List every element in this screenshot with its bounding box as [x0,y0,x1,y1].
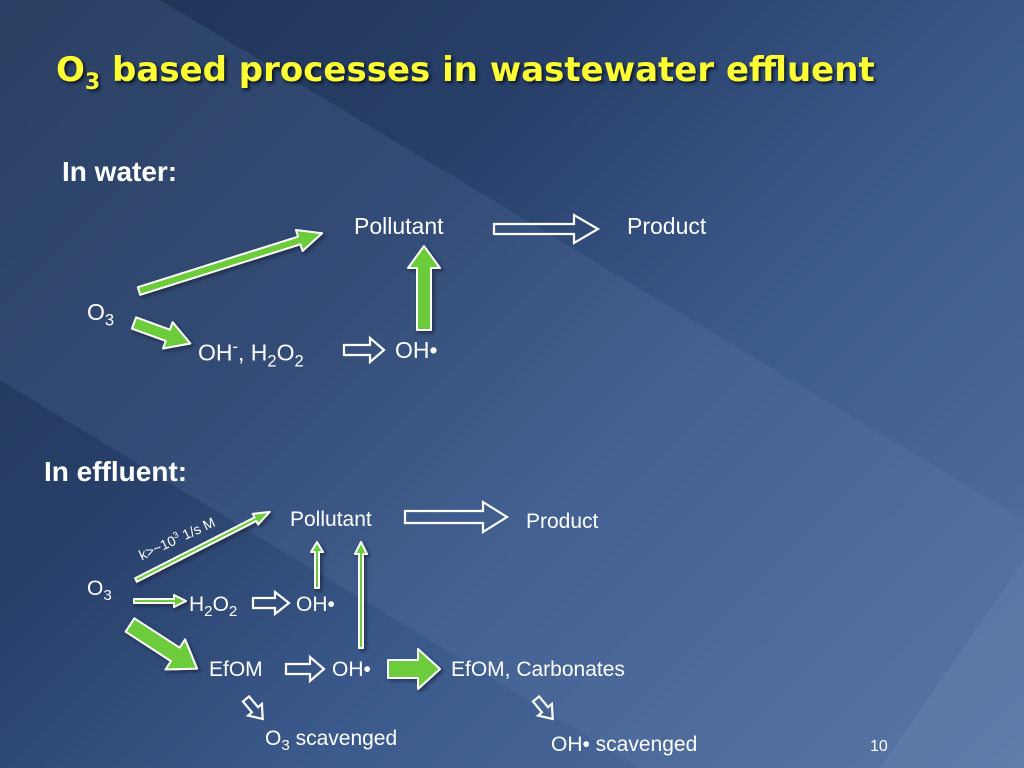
effluent-oh-radical-label-2: OH• [332,658,371,681]
effluent-outline-arrow-efom-to-oh [284,654,326,684]
effluent-o3-label: O3 [87,577,112,605]
effluent-arrow-oh-to-carbonates [387,648,441,690]
effluent-outline-arrow-h2o2-to-oh [251,589,291,617]
water-o3-label: O3 [87,299,115,330]
water-arrow-o3-to-oh [130,316,192,350]
heading-in-water: In water: [62,156,178,187]
effluent-efom-label: EfOM [209,658,263,681]
oh-scavenged-label: OH• scavenged [551,733,698,756]
effluent-product-label: Product [526,510,599,533]
effluent-pollutant-label: Pollutant [290,508,372,531]
water-outline-arrow-pollutant-to-product [492,213,601,245]
slide-title: O3 based processes in wastewater effluen… [56,50,875,95]
effluent-arrow-oh2-to-pollutant [354,541,368,649]
effluent-outline-arrow-efom-to-o3-scavenged [241,694,264,721]
water-oh-h2o2-label: OH-, H2O2 [198,337,304,371]
water-pollutant-label: Pollutant [354,213,444,239]
effluent-arrow-oh1-to-pollutant [310,541,324,589]
effluent-oh-radical-label-1: OH• [296,593,335,616]
effluent-h2o2-label: H2O2 [189,593,238,621]
effluent-outline-arrow-carbonates-to-oh-scavenged [531,694,554,721]
heading-in-effluent: In effluent: [44,456,188,487]
effluent-arrow-o3-to-efom [124,617,199,671]
water-arrow-oh-to-pollutant [407,245,441,331]
effluent-efom-carbonates-label: EfOM, Carbonates [451,658,625,681]
page-number: 10 [870,738,888,755]
water-arrow-o3-to-pollutant [136,228,324,296]
o3-scavenged-label: O3 scavenged [265,727,398,755]
water-oh-radical-label: OH• [395,337,438,363]
effluent-outline-arrow-pollutant-to-product [403,500,510,534]
water-outline-arrow-h2o2-to-oh [342,335,386,365]
water-product-label: Product [627,213,707,239]
effluent-arrow-o3-to-h2o2 [133,594,187,608]
effluent-arrow-o3-to-pollutant [134,510,271,583]
